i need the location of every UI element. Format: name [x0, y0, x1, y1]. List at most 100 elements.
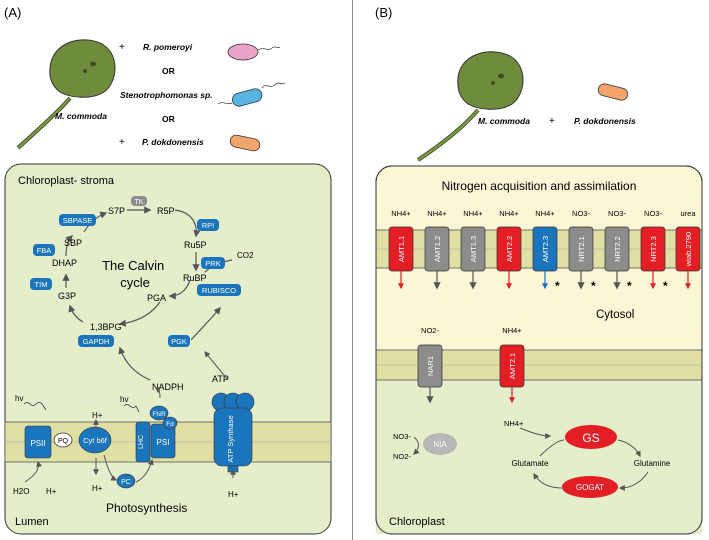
plus-sign: + — [119, 137, 125, 148]
lhc-complex: LHC — [135, 421, 151, 463]
transporter-name: AMT1.1 — [397, 236, 406, 262]
light-squiggle-icon — [123, 404, 140, 413]
bacterium-orange-icon — [597, 83, 629, 101]
enzyme-rpi-badge: RPI — [197, 219, 219, 231]
host-cell-icon — [416, 51, 524, 162]
enzyme-fba-badge: FBA — [33, 244, 55, 256]
atp-synthase-label: ATP Synthase — [226, 415, 235, 462]
psii-complex: PSII — [24, 425, 52, 459]
organism-name: P. dokdonensis — [142, 137, 204, 147]
bacterium-orange-icon — [229, 134, 261, 152]
gs-label: GS — [582, 431, 599, 445]
enzyme-pgk: PGK — [171, 337, 187, 346]
substrate-label: NH4+ — [535, 209, 555, 218]
panel-b-label: (B) — [375, 5, 392, 20]
metabolite-bpg: 1,3BPG — [90, 322, 122, 332]
organism-name: Stenotrophomonas sp. — [120, 90, 213, 100]
enzyme-gapdh-badge: GAPDH — [78, 335, 114, 347]
chloroplast-label: Chloroplast — [389, 516, 445, 528]
transporter-name: NAR1 — [426, 356, 435, 376]
proton-label: H+ — [92, 484, 103, 493]
photosynthesis-label: Photosynthesis — [106, 501, 187, 515]
pc-label: PC — [121, 479, 131, 486]
substrate-label: NH4+ — [463, 209, 483, 218]
light-squiggle-icon — [23, 402, 47, 411]
fnr-label: FNR — [152, 411, 166, 418]
enzyme-tim: TIM — [35, 280, 48, 289]
or-label: OR — [162, 66, 175, 76]
substrate-label: NH4+ — [427, 209, 447, 218]
substrate-label: NO3- — [572, 209, 590, 218]
transporter-amt2-2: AMT2.2 NH4+ — [496, 209, 522, 290]
metabolite-r5p: R5P — [157, 206, 175, 216]
glutamine-label: Glutamine — [634, 459, 671, 468]
light-label: hv — [15, 394, 23, 403]
nia-label: NIA — [433, 440, 447, 449]
host-name: M. commoda — [55, 111, 107, 121]
enzyme-rubisco-badge: RUBISCO — [197, 284, 241, 296]
substrate-label: NH4+ — [499, 209, 519, 218]
enzyme-prk: PRK — [205, 259, 220, 268]
transporter-wiab-2790: wiab.2790 urea — [675, 209, 701, 290]
pq-label: PQ — [58, 438, 69, 445]
nia-enzyme: NIA — [423, 433, 457, 455]
transporter-name: wiab.2790 — [684, 232, 693, 267]
cytb6f-label: Cyt b6f — [83, 436, 108, 445]
nia-reaction-arrow — [413, 436, 420, 455]
enzyme-tim-badge: TIM — [30, 278, 52, 290]
transporter-nar1: NAR1 NO2- — [417, 326, 443, 404]
panel-a-label: (A) — [4, 5, 21, 20]
plus-sign: + — [549, 116, 555, 127]
gogat-label: GOGAT — [576, 483, 604, 492]
fd-protein: Fd — [162, 416, 178, 430]
nitrite-label: NO2- — [393, 452, 411, 461]
pc-protein: PC — [116, 473, 136, 489]
fnr-protein: FNR — [149, 405, 169, 421]
star-marker: * — [627, 279, 632, 293]
transporter-name: NRT2.3 — [649, 236, 658, 262]
transporter-name: AMT1.2 — [433, 236, 442, 262]
cytb6f-complex: Cyt b6f — [78, 426, 112, 454]
enzyme-tk-badge: TK — [131, 196, 147, 206]
proton-label: H+ — [46, 487, 57, 496]
organism-name: R. pomeroyi — [143, 42, 193, 52]
metabolite-atp: ATP — [212, 374, 229, 384]
substrate-label: NO2- — [421, 326, 439, 335]
substrate-label: NO3- — [644, 209, 662, 218]
star-marker: * — [591, 279, 596, 293]
nitrogen-title: Nitrogen acquisition and assimilation — [442, 179, 637, 193]
or-label: OR — [162, 114, 175, 124]
panel-divider — [352, 0, 353, 540]
substrate-label: urea — [680, 209, 696, 218]
substrate-label: NH4+ — [502, 326, 522, 335]
chloroplast-title: Chloroplast- stroma — [18, 175, 115, 187]
metabolite-s7p: S7P — [108, 206, 125, 216]
fd-label: Fd — [166, 421, 174, 428]
enzyme-rpi: RPI — [202, 221, 215, 230]
substrate-label: NO3- — [608, 209, 626, 218]
star-marker: * — [555, 279, 560, 293]
enzyme-sbpase-badge: SBPASE — [59, 214, 96, 226]
enzyme-prk-badge: PRK — [201, 257, 225, 269]
calvin-title: The Calvin cycle — [102, 258, 168, 290]
enzyme-gapdh: GAPDH — [83, 337, 110, 346]
ammonium-arrow — [519, 427, 552, 439]
atp-synthase-complex: ATP Synthase — [211, 392, 255, 473]
nitrate-label: NO3- — [393, 432, 411, 441]
enzyme-rubisco: RUBISCO — [202, 286, 236, 295]
bacterium-blue-icon — [217, 82, 286, 107]
partner-name: P. dokdonensis — [574, 116, 636, 126]
host-name: M. commoda — [478, 116, 530, 126]
transporter-row: AMT1.1NH4+AMT1.2NH4+AMT1.3NH4+AMT2.2NH4+… — [388, 209, 701, 293]
electron-flow-arrows — [24, 351, 236, 483]
enzyme-sbpase: SBPASE — [63, 216, 92, 225]
transporter-name: AMT2.2 — [505, 236, 514, 262]
metabolite-co2: CO2 — [237, 251, 254, 260]
